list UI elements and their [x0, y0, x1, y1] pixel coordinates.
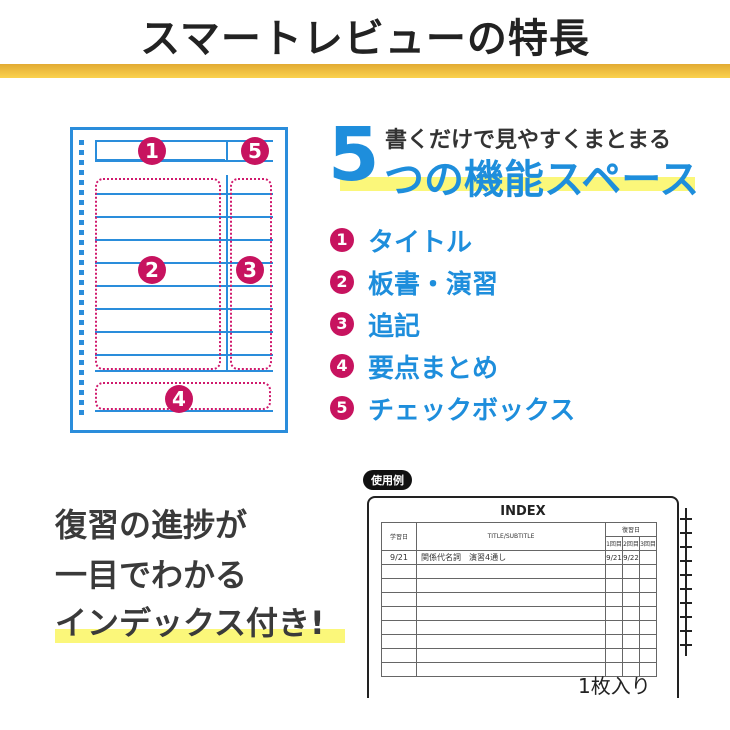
table-row — [381, 592, 657, 607]
promo-line-2: 一目でわかる — [55, 556, 248, 594]
feature-label: 要点まとめ — [368, 353, 499, 384]
badge-5: 5 — [241, 137, 269, 165]
cell-review-2: 9/22 — [622, 550, 640, 565]
table-row — [381, 648, 657, 663]
big-number: 5 — [328, 112, 380, 198]
badge-4: 4 — [165, 385, 193, 413]
table-row — [381, 620, 657, 635]
promo-highlight — [55, 629, 345, 643]
feature-item: 1 タイトル — [330, 225, 472, 258]
usage-example-badge: 使用例 — [363, 470, 412, 490]
table-row — [381, 662, 657, 677]
col-review: 復習日 — [605, 522, 657, 537]
table-row — [381, 578, 657, 593]
number-badge: 2 — [330, 270, 354, 294]
index-table: 学習日 TITLE/SUBTITLE 復習日 1回目 2回目 3回目 9/21 … — [381, 522, 657, 677]
feature-item: 3 追記 — [330, 309, 420, 342]
number-badge: 4 — [330, 354, 354, 378]
headline-highlight — [340, 177, 695, 191]
feature-label: 板書・演習 — [368, 269, 499, 300]
page-title: スマートレビューの特長 — [140, 16, 590, 62]
feature-item: 5 チェックボックス — [330, 393, 575, 426]
zone-addendum — [230, 178, 272, 370]
table-row: 9/21 関係代名詞 演習4通し 9/21 9/22 — [381, 550, 657, 565]
col-title: TITLE/SUBTITLE — [416, 522, 606, 551]
number-badge: 5 — [330, 396, 354, 420]
promo-line-3: インデックス付き! — [55, 604, 325, 642]
col-review-1: 1回目 — [605, 536, 623, 551]
quantity-note: 1枚入り — [578, 674, 651, 698]
number-badge: 1 — [330, 228, 354, 252]
col-review-2: 2回目 — [622, 536, 640, 551]
cell-date: 9/21 — [381, 550, 417, 565]
cell-review-1: 9/21 — [605, 550, 623, 565]
badge-2: 2 — [138, 256, 166, 284]
feature-label: チェックボックス — [368, 395, 576, 426]
number-badge: 3 — [330, 312, 354, 336]
feature-item: 2 板書・演習 — [330, 267, 498, 300]
notebook-diagram: 1 5 2 3 4 — [70, 127, 288, 433]
table-row — [381, 606, 657, 621]
index-sheet: INDEX 学習日 TITLE/SUBTITLE 復習日 1回目 2回目 3回目… — [367, 496, 679, 698]
col-date: 学習日 — [381, 522, 417, 551]
cell-review-3 — [639, 550, 657, 565]
binding-holes — [79, 140, 85, 420]
feature-label: タイトル — [368, 227, 473, 258]
cell-title: 関係代名詞 演習4通し — [416, 550, 606, 565]
table-row — [381, 564, 657, 579]
features-headline: つの機能スペース — [384, 157, 700, 203]
badge-3: 3 — [236, 256, 264, 284]
col-review-3: 3回目 — [639, 536, 657, 551]
feature-item: 4 要点まとめ — [330, 351, 498, 384]
badge-1: 1 — [138, 137, 166, 165]
features-subtitle: 書くだけで見やすくまとまる — [385, 128, 672, 153]
zone-notes — [95, 178, 221, 370]
promo-line-1: 復習の進捗が — [55, 506, 248, 544]
title-underline-bar — [0, 64, 730, 78]
feature-label: 追記 — [368, 311, 421, 342]
table-row — [381, 634, 657, 649]
index-title: INDEX — [500, 504, 546, 519]
